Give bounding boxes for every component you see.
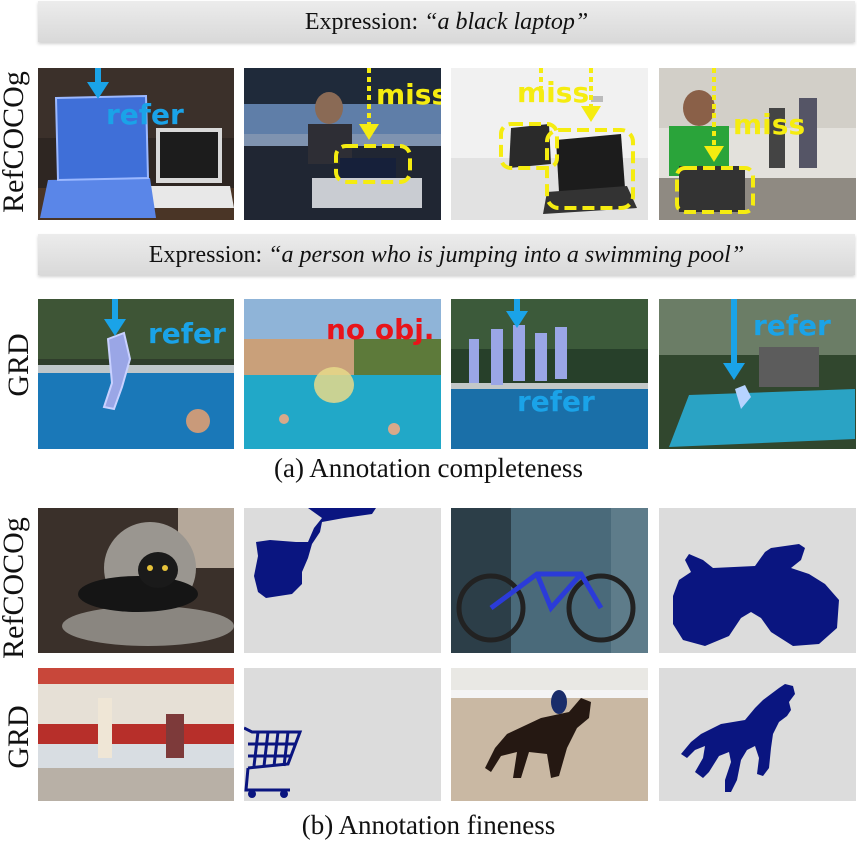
no-object-tag: no obj. — [326, 313, 435, 346]
refcocog-expression: Expression: “a black laptop” — [38, 9, 855, 36]
refer-tag: refer — [106, 98, 184, 131]
refcocog-mask-bike — [659, 508, 856, 653]
row-label-refcocog-b: RefCOCOg — [0, 517, 30, 659]
refcocog-mask-chair — [244, 508, 441, 653]
grd-expression-banner: Expression: “a person who is jumping int… — [38, 234, 855, 275]
refer-arrow-shaft — [112, 299, 118, 321]
refer-tag: refer — [148, 317, 226, 350]
refer-arrow-head — [723, 363, 745, 380]
refer-arrow-head — [104, 319, 126, 336]
row-label-grd-a: GRD — [2, 333, 35, 397]
grd-mask-cart — [244, 668, 441, 801]
refcocog-fineness-image-bike — [451, 508, 648, 653]
refcocog-expression-banner: Expression: “a black laptop” — [38, 1, 855, 42]
expression-quote: “a person who is jumping into a swimming… — [268, 242, 745, 268]
miss-tag-3: miss — [733, 108, 806, 141]
miss-annotation-4 — [675, 68, 755, 214]
miss-annotation-2 — [334, 68, 412, 184]
refer-arrow-head — [506, 311, 528, 328]
miss-tag-2: miss — [517, 76, 590, 109]
refcocog-image-3: miss — [451, 68, 648, 220]
grd-image-2: no obj. — [244, 299, 441, 449]
refcocog-image-1: refer — [38, 68, 234, 220]
miss-annotation-3 — [499, 68, 635, 210]
refcocog-image-2: miss — [244, 68, 441, 220]
grd-fineness-image-horse — [451, 668, 648, 801]
row-label-refcocog-a: RefCOCOg — [0, 71, 30, 213]
caption-a: (a) Annotation completeness — [274, 453, 583, 483]
refer-tag: refer — [517, 385, 595, 418]
refcocog-fineness-image-cat — [38, 508, 234, 653]
refer-arrow-shaft — [95, 68, 101, 84]
expression-prefix: Expression: — [304, 9, 425, 35]
refer-arrow-head — [87, 82, 109, 99]
row-label-grd-b: GRD — [2, 705, 35, 769]
grd-image-1: refer — [38, 299, 234, 449]
refer-arrow-shaft — [731, 299, 737, 365]
grd-fineness-image-store — [38, 668, 234, 801]
grd-expression: Expression: “a person who is jumping int… — [38, 242, 855, 269]
miss-tag-1: miss — [376, 78, 441, 111]
grd-image-3: refer — [451, 299, 648, 449]
expression-quote: “a black laptop” — [424, 9, 589, 35]
grd-image-4: refer — [659, 299, 856, 449]
grd-mask-horse — [659, 668, 856, 801]
refer-arrow-shaft — [514, 299, 520, 313]
refcocog-image-4: miss — [659, 68, 856, 220]
expression-prefix: Expression: — [148, 242, 269, 268]
caption-b: (b) Annotation fineness — [301, 810, 556, 840]
refer-tag: refer — [753, 309, 831, 342]
